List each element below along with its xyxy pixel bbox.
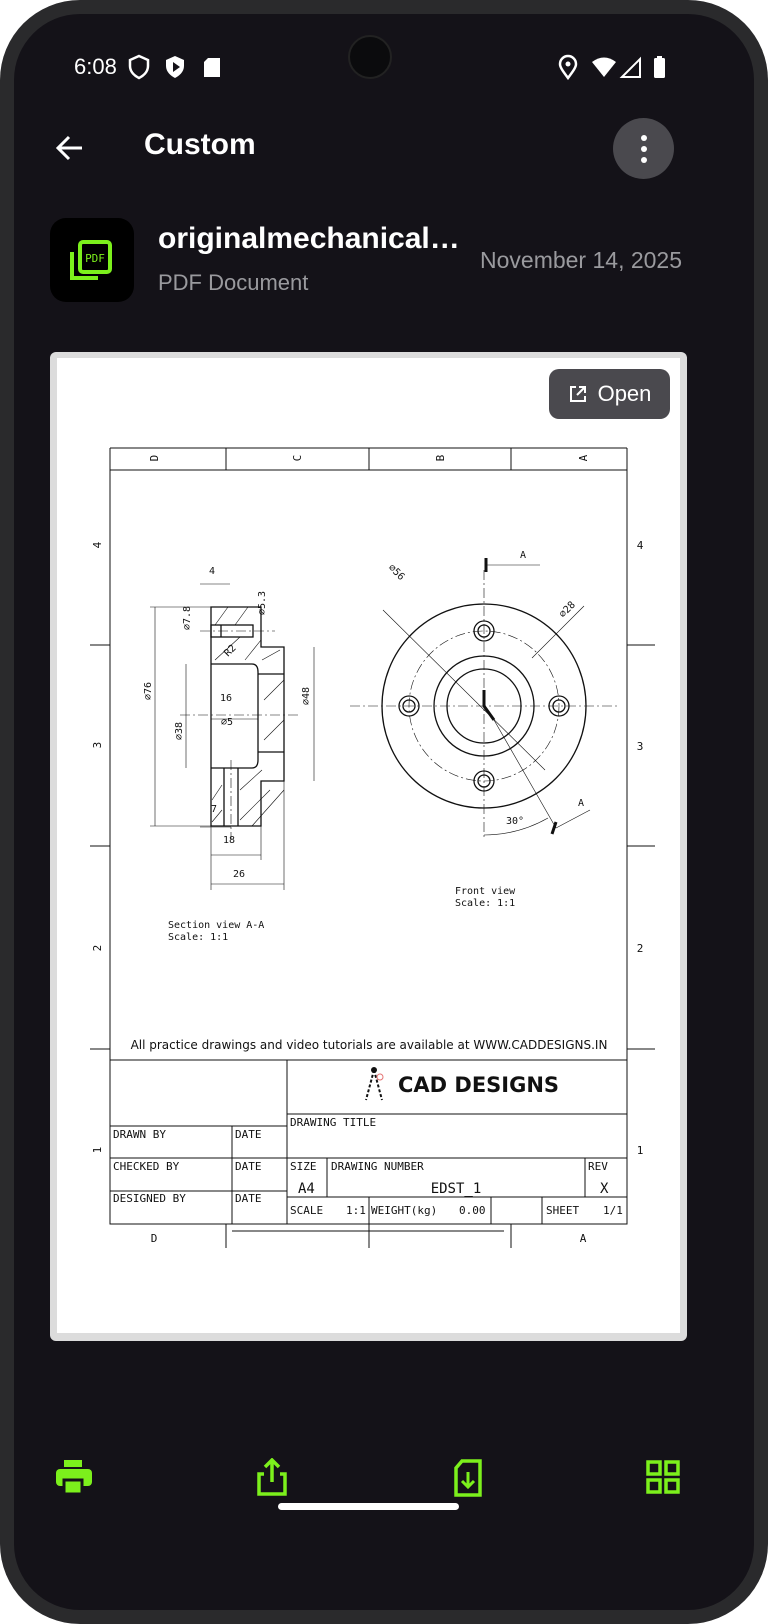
- website-note: All practice drawings and video tutorial…: [131, 1038, 608, 1052]
- zone-col: C: [291, 455, 304, 462]
- zone-row: 1: [637, 1144, 644, 1157]
- svg-text:⌀7.8: ⌀7.8: [182, 606, 193, 630]
- svg-text:DRAWN BY: DRAWN BY: [113, 1128, 166, 1141]
- svg-text:A4: A4: [298, 1181, 315, 1197]
- zone-row: 4: [637, 539, 644, 552]
- file-date: November 14, 2025: [480, 247, 683, 273]
- zone-col: D: [151, 1232, 158, 1245]
- zone-col: B: [434, 454, 447, 461]
- svg-text:4: 4: [209, 566, 215, 577]
- save-file-icon[interactable]: [448, 1458, 488, 1498]
- zone-row: 2: [91, 945, 104, 952]
- svg-text:18: 18: [223, 835, 235, 846]
- svg-text:26: 26: [233, 869, 245, 880]
- svg-text:⌀5.3: ⌀5.3: [257, 591, 268, 615]
- status-right-icons: [558, 54, 665, 80]
- svg-text:1/1: 1/1: [603, 1204, 623, 1217]
- pdf-icon: PDF: [70, 240, 112, 280]
- signal-icon: [619, 56, 641, 78]
- zone-row: 1: [91, 1147, 104, 1154]
- svg-text:R2: R2: [222, 643, 238, 659]
- location-icon: [558, 54, 578, 80]
- svg-text:⌀48: ⌀48: [301, 687, 312, 705]
- svg-text:DATE: DATE: [235, 1192, 262, 1205]
- zone-row: 4: [91, 541, 104, 548]
- section-caption: Section view A-A: [168, 920, 264, 931]
- more-vert-icon: [640, 134, 647, 141]
- svg-text:CHECKED BY: CHECKED BY: [113, 1160, 180, 1173]
- more-options-button[interactable]: [613, 118, 674, 179]
- svg-text:PDF: PDF: [85, 252, 105, 265]
- svg-text:7: 7: [211, 804, 217, 815]
- zone-row: 3: [91, 742, 104, 749]
- status-left-icons: [128, 54, 220, 80]
- svg-text:X: X: [600, 1181, 609, 1197]
- svg-text:0.00: 0.00: [459, 1204, 486, 1217]
- svg-text:⌀38: ⌀38: [174, 722, 185, 740]
- file-type-icon: PDF: [50, 218, 134, 302]
- svg-text:DRAWING TITLE: DRAWING TITLE: [290, 1116, 376, 1129]
- zone-col: A: [577, 454, 590, 461]
- svg-text:SCALE: SCALE: [290, 1204, 323, 1217]
- print-icon[interactable]: [54, 1458, 94, 1498]
- svg-text:SIZE: SIZE: [290, 1160, 317, 1173]
- svg-text:EDST_1: EDST_1: [431, 1181, 482, 1197]
- zone-row: 2: [637, 942, 644, 955]
- section-dimensions: 4 ⌀7.8 ⌀5.3 R2 ⌀76 ⌀38 16 ⌀5 ⌀48 7 18 26…: [143, 566, 312, 943]
- battery-icon: [654, 58, 665, 78]
- svg-text:1:1: 1:1: [346, 1204, 366, 1217]
- cad-drawing: D C B A D A 4 3 2 1 4 3 2 1 4 ⌀7.8 ⌀5.3 …: [90, 447, 655, 1248]
- sd-card-icon: [204, 58, 220, 77]
- svg-text:DRAWING NUMBER: DRAWING NUMBER: [331, 1160, 424, 1173]
- open-external-icon: [569, 386, 586, 402]
- file-type: PDF Document: [158, 270, 309, 295]
- svg-text:DATE: DATE: [235, 1128, 262, 1141]
- open-label: Open: [597, 381, 652, 406]
- svg-text:CAD DESIGNS: CAD DESIGNS: [398, 1073, 559, 1097]
- open-button[interactable]: Open: [549, 369, 670, 419]
- zone-col: A: [580, 1232, 587, 1245]
- svg-text:A: A: [520, 550, 526, 561]
- share-icon[interactable]: [252, 1458, 292, 1498]
- svg-text:REV: REV: [588, 1160, 608, 1173]
- file-name: originalmechanical…: [158, 222, 460, 255]
- svg-text:⌀76: ⌀76: [143, 682, 154, 700]
- section-view: [150, 583, 315, 890]
- front-caption: Front view: [455, 886, 516, 897]
- svg-text:DESIGNED BY: DESIGNED BY: [113, 1192, 186, 1205]
- svg-text:⌀56: ⌀56: [386, 562, 407, 583]
- shield-icon: [128, 54, 150, 80]
- section-scale: Scale: 1:1: [168, 932, 228, 943]
- svg-text:⌀5: ⌀5: [221, 717, 233, 728]
- status-time: 6:08: [74, 54, 117, 79]
- svg-text:DATE: DATE: [235, 1160, 262, 1173]
- title-block: [110, 1059, 627, 1224]
- pdf-page: D C B A D A 4 3 2 1 4 3 2 1 4 ⌀7.8 ⌀5.3 …: [57, 358, 680, 1333]
- home-gesture-bar[interactable]: [278, 1503, 459, 1510]
- cad-designs-logo: CAD DESIGNS: [365, 1067, 559, 1101]
- zone-row: 3: [637, 740, 644, 753]
- svg-text:⌀28: ⌀28: [557, 600, 578, 621]
- svg-text:SHEET: SHEET: [546, 1204, 579, 1217]
- wifi-icon: [592, 57, 616, 77]
- zone-col: D: [148, 455, 161, 462]
- svg-text:16: 16: [220, 693, 232, 704]
- front-view: [350, 558, 620, 840]
- arrow-left-icon: [55, 135, 82, 161]
- svg-text:30°: 30°: [506, 816, 524, 827]
- page-title: Custom: [144, 128, 256, 161]
- svg-text:WEIGHT(kg): WEIGHT(kg): [371, 1204, 437, 1217]
- grid-icon[interactable]: [644, 1458, 684, 1498]
- front-scale: Scale: 1:1: [455, 898, 515, 909]
- back-button[interactable]: [54, 132, 86, 164]
- svg-text:A: A: [578, 798, 584, 809]
- front-camera: [348, 35, 392, 79]
